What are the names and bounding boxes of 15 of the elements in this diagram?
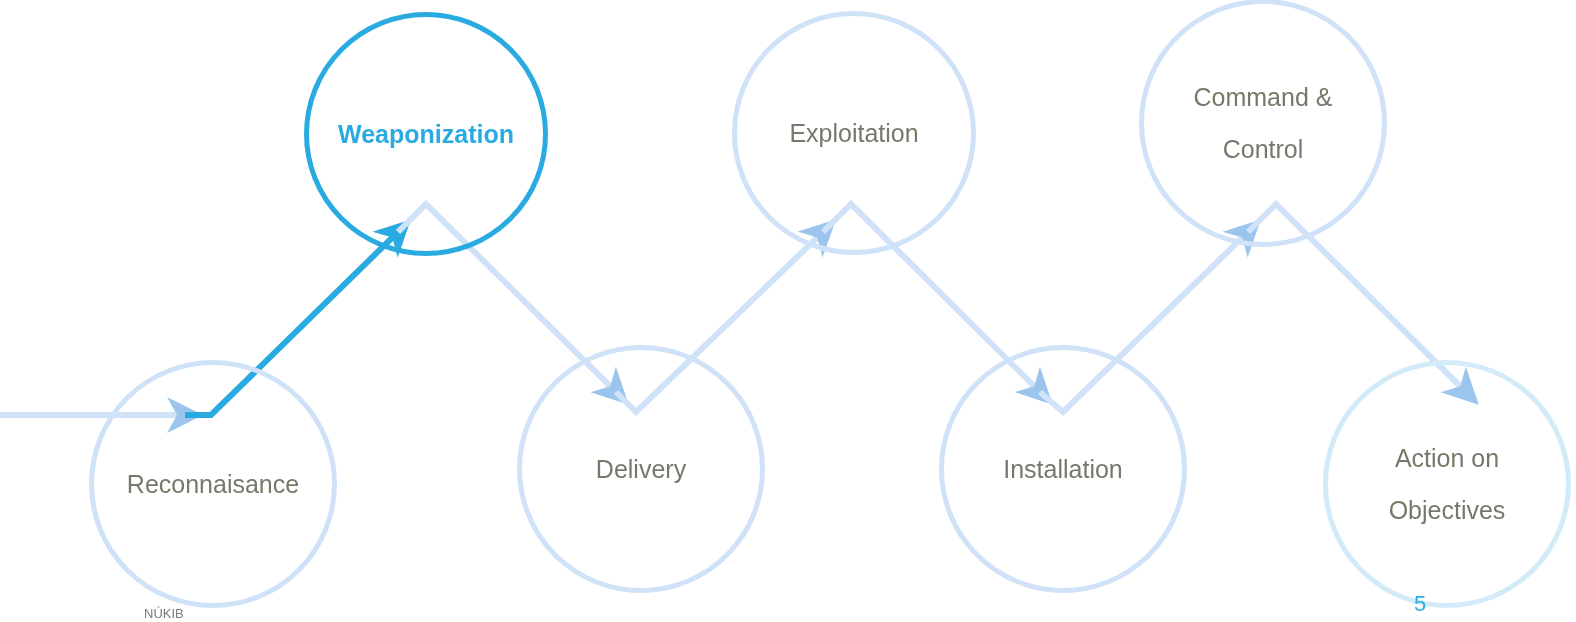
stage-label: Weaponization [338,119,514,150]
stage-label: Delivery [595,454,687,485]
stage-label: Action on Objectives [1387,443,1507,526]
footer-text: NÚKIB [144,605,184,622]
stage-label: Reconnaisance [126,469,300,500]
arrow [1038,219,1261,417]
arrow [613,219,836,417]
stage-label: Installation [1003,454,1123,485]
arrow [1245,199,1479,405]
arrow [185,219,411,418]
stage-label: Command & Control [1192,82,1334,165]
page-number: 5 [1414,593,1427,615]
arrow [820,199,1053,405]
arrow [395,199,629,405]
stage-label: Exploitation [789,118,919,149]
